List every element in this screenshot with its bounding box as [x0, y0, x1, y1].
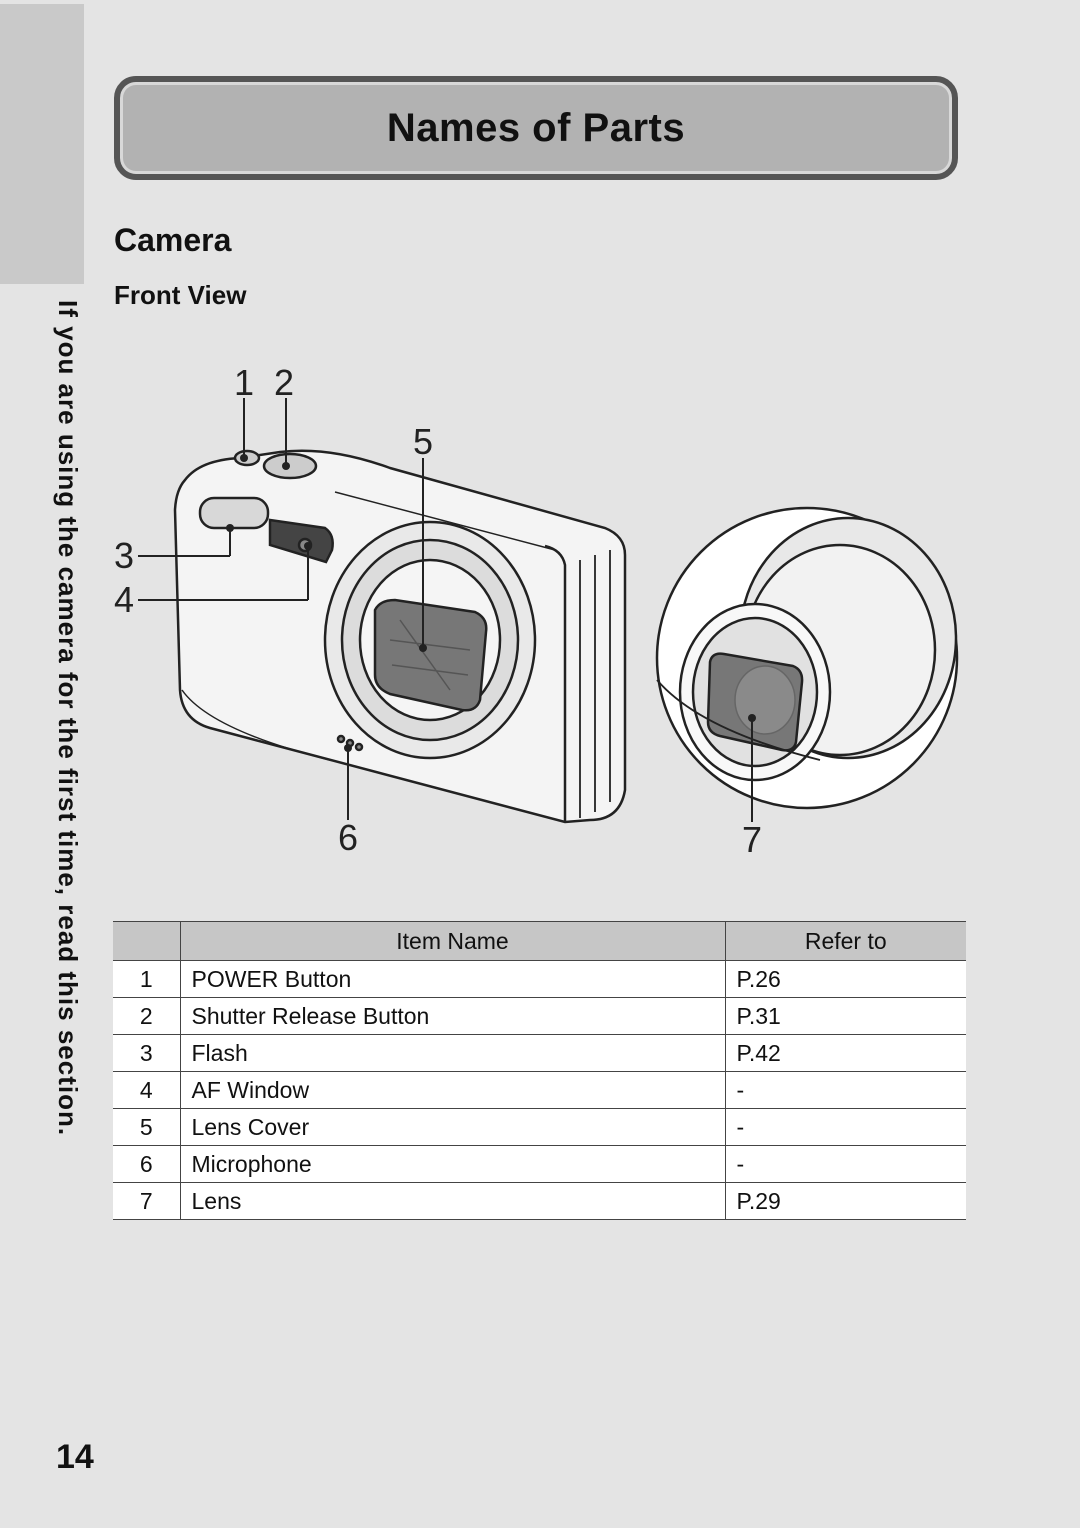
table-row: 2 Shutter Release Button P.31 [113, 997, 966, 1035]
page-title-box: Names of Parts [114, 76, 958, 180]
table-row: 7 Lens P.29 [113, 1182, 966, 1220]
table-header-row: Item Name Refer to [113, 921, 966, 961]
table-row: 4 AF Window - [113, 1071, 966, 1109]
table-row: 1 POWER Button P.26 [113, 960, 966, 998]
row-number: 7 [113, 1182, 181, 1220]
callout-2: 2 [274, 362, 294, 403]
table-row: 6 Microphone - [113, 1145, 966, 1183]
row-number: 2 [113, 997, 181, 1035]
header-refer-to: Refer to [725, 921, 966, 961]
row-item-name: Microphone [180, 1145, 726, 1183]
lens-closeup-drawing [655, 506, 959, 810]
row-refer-to: - [725, 1071, 966, 1109]
callout-7: 7 [742, 819, 762, 860]
callout-lines [138, 398, 753, 822]
row-refer-to: P.31 [725, 997, 966, 1035]
callout-3: 3 [114, 535, 134, 576]
callout-6: 6 [338, 817, 358, 858]
camera-front-view-illustration: 1 2 5 3 4 6 7 [114, 362, 959, 860]
row-item-name: POWER Button [180, 960, 726, 998]
callout-1: 1 [234, 362, 254, 403]
row-number: 3 [113, 1034, 181, 1072]
row-number: 1 [113, 960, 181, 998]
table-row: 3 Flash P.42 [113, 1034, 966, 1072]
camera-body-drawing [173, 449, 627, 824]
row-item-name: Lens [180, 1182, 726, 1220]
row-number: 6 [113, 1145, 181, 1183]
page-title: Names of Parts [386, 105, 686, 150]
header-number [113, 921, 181, 961]
section-tab [0, 4, 84, 284]
row-refer-to: P.29 [725, 1182, 966, 1220]
row-refer-to: - [725, 1108, 966, 1146]
row-item-name: Flash [180, 1034, 726, 1072]
row-item-name: AF Window [180, 1071, 726, 1109]
row-refer-to: P.42 [725, 1034, 966, 1072]
header-item-name: Item Name [180, 921, 726, 961]
side-section-text: If you are using the camera for the firs… [53, 300, 83, 1137]
table-row: 5 Lens Cover - [113, 1108, 966, 1146]
row-number: 4 [113, 1071, 181, 1109]
section-heading: Camera [114, 222, 232, 258]
row-refer-to: P.26 [725, 960, 966, 998]
parts-table: Item Name Refer to 1 POWER Button P.26 2… [113, 921, 966, 1220]
callout-4: 4 [114, 579, 134, 620]
callout-5: 5 [413, 421, 433, 462]
page-number: 14 [56, 1438, 94, 1476]
subsection-heading: Front View [114, 280, 247, 310]
callout-dots [226, 454, 756, 752]
row-number: 5 [113, 1108, 181, 1146]
row-item-name: Shutter Release Button [180, 997, 726, 1035]
row-refer-to: - [725, 1145, 966, 1183]
row-item-name: Lens Cover [180, 1108, 726, 1146]
